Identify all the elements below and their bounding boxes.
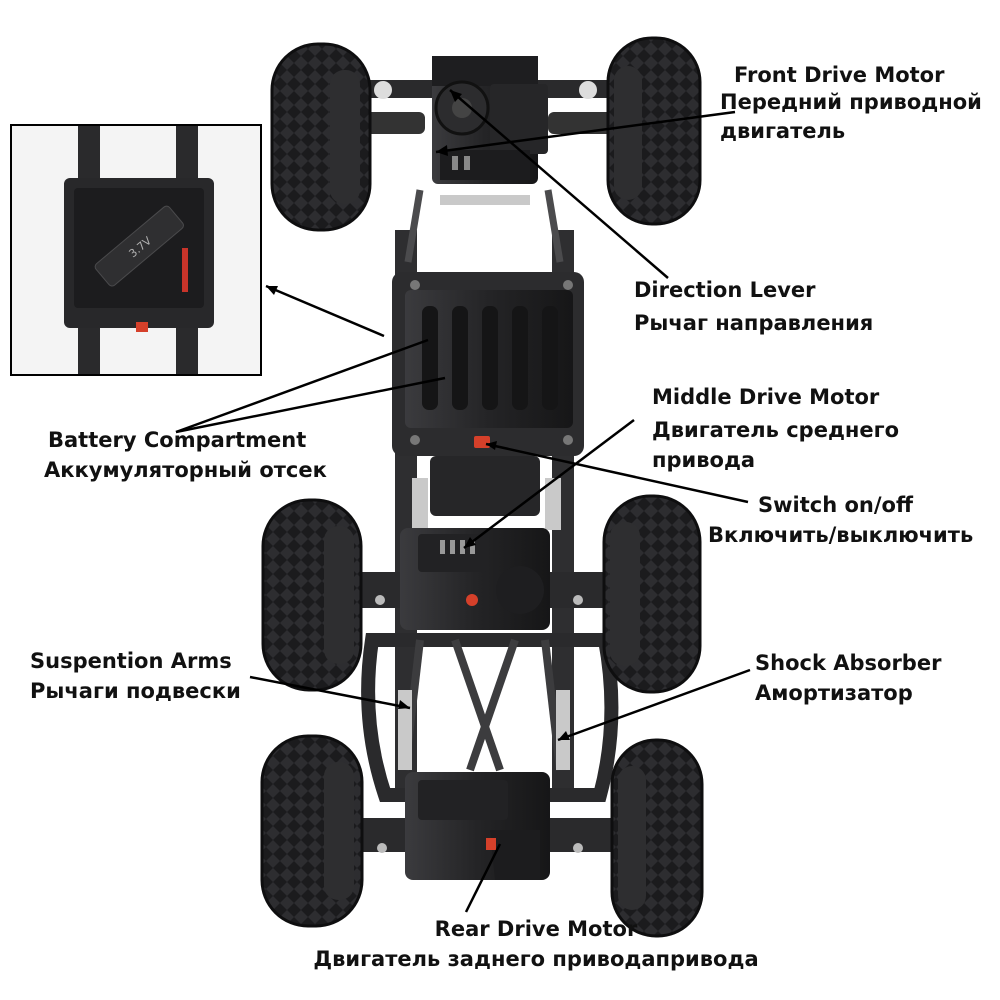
- middle-right-wheel: [602, 494, 702, 694]
- callout-direction-lever: [449, 89, 669, 279]
- callout-arrowheads: [266, 90, 570, 740]
- label-rear-drive-motor-en: Rear Drive Motor: [434, 917, 638, 941]
- battery-compartment: [392, 272, 584, 456]
- label-direction-lever-ru: Рычаг направления: [634, 311, 874, 335]
- front-suspension: [404, 189, 564, 263]
- label-switch-en: Switch on/off: [758, 493, 913, 517]
- label-suspension-arms: Suspention Arms Рычаги подвески: [30, 646, 241, 706]
- battery-compartment-inset: 3.7V: [10, 124, 262, 376]
- label-rear-drive-motor: Rear Drive Motor Двигатель заднего приво…: [306, 914, 766, 974]
- callout-battery-compartment-2: [175, 338, 429, 434]
- callout-battery-compartment: [175, 376, 446, 434]
- front-right-wheel: [606, 36, 702, 226]
- callout-lines: [175, 89, 751, 913]
- label-switch: Switch on/off Включить/выключить: [708, 490, 973, 550]
- rear-left-wheel: [260, 734, 364, 928]
- callout-inset: [265, 284, 385, 338]
- label-battery-compartment-en: Battery Compartment: [48, 428, 307, 452]
- label-direction-lever-en: Direction Lever: [634, 278, 816, 302]
- callout-switch: [485, 442, 749, 504]
- label-switch-ru: Включить/выключить: [708, 523, 974, 547]
- middle-chassis: [412, 456, 561, 530]
- label-front-drive-motor-ru-text: Передний приводной двигатель: [720, 90, 982, 143]
- label-rear-drive-motor-ru: Двигатель заднего приводапривода: [313, 947, 759, 971]
- label-middle-drive-motor-en: Middle Drive Motor: [652, 385, 880, 409]
- label-front-drive-motor-en: Front Drive Motor: [734, 63, 945, 87]
- middle-drive-motor: [400, 528, 550, 630]
- label-battery-compartment-ru: Аккумуляторный отсек: [44, 458, 327, 482]
- rear-drive-motor: [405, 772, 550, 880]
- label-direction-lever: Direction Lever Рычаг направления: [634, 275, 873, 338]
- rear-shock-absorbers: [398, 690, 570, 770]
- label-middle-drive-motor: Middle Drive Motor Двигатель среднего пр…: [652, 382, 912, 475]
- callout-front-drive-motor: [435, 110, 736, 154]
- callout-middle-drive-motor: [463, 419, 635, 549]
- label-shock-absorber-en: Shock Absorber: [755, 651, 942, 675]
- label-front-drive-motor: Front Drive Motor: [734, 60, 944, 90]
- callout-rear-drive-motor: [464, 843, 502, 913]
- label-battery-compartment: Battery Compartment Аккумуляторный отсек: [44, 425, 327, 485]
- label-suspension-arms-en: Suspention Arms: [30, 649, 232, 673]
- rear-suspension-arms: [401, 638, 564, 772]
- callout-shock-absorber: [557, 668, 751, 742]
- label-front-drive-motor-ru: Передний приводной двигатель: [720, 88, 998, 146]
- callout-suspension-arms: [249, 675, 411, 710]
- rear-right-wheel: [610, 738, 704, 938]
- front-left-wheel: [270, 42, 372, 232]
- label-shock-absorber-ru: Амортизатор: [755, 681, 913, 705]
- power-switch[interactable]: [474, 436, 490, 448]
- front-drive-motor: [432, 56, 548, 184]
- middle-left-wheel: [261, 498, 363, 692]
- label-shock-absorber: Shock Absorber Амортизатор: [755, 648, 941, 708]
- label-middle-drive-motor-ru: Двигатель среднего привода: [652, 418, 900, 472]
- label-suspension-arms-ru: Рычаги подвески: [30, 679, 241, 703]
